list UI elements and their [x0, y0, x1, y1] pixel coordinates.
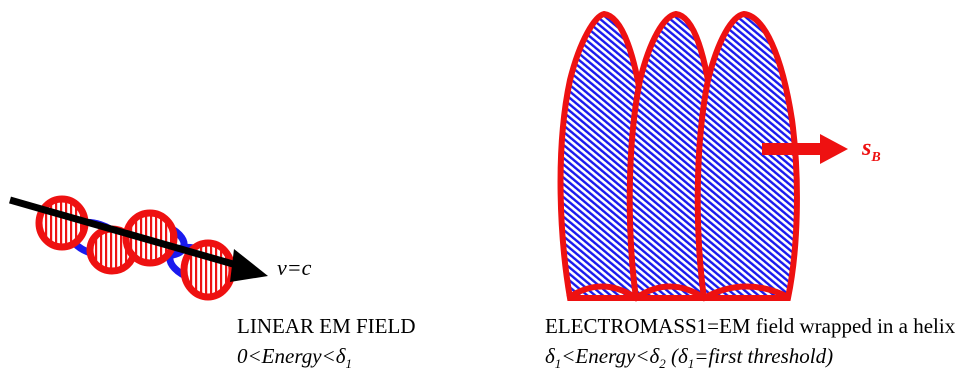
s-b-arrow-shaft: [762, 143, 822, 155]
s-b-arrow-head: [820, 134, 848, 164]
linear-caption-title: LINEAR EM FIELD: [237, 314, 416, 338]
propagation-arrow: [9, 196, 241, 270]
helix-caption-title: ELECTROMASS1=EM field wrapped in a helix: [545, 314, 955, 338]
helix-bottom-arc: [566, 283, 792, 302]
helix-em-field: [557, 10, 848, 302]
diagram-figure: [9, 10, 848, 302]
diagram-stage: v=c sB LINEAR EM FIELD 0<Energy<δ1 ELECT…: [9, 10, 955, 371]
linear-caption-condition: 0<Energy<δ1: [237, 344, 352, 371]
velocity-label: v=c: [277, 255, 312, 280]
helix-lobe: [694, 10, 800, 301]
s-b-label: sB: [862, 135, 881, 165]
linear-em-field: [9, 195, 268, 301]
propagation-arrow-head: [230, 249, 268, 282]
helix-caption-condition: δ1<Energy<δ2 (δ1=first threshold): [545, 344, 834, 371]
